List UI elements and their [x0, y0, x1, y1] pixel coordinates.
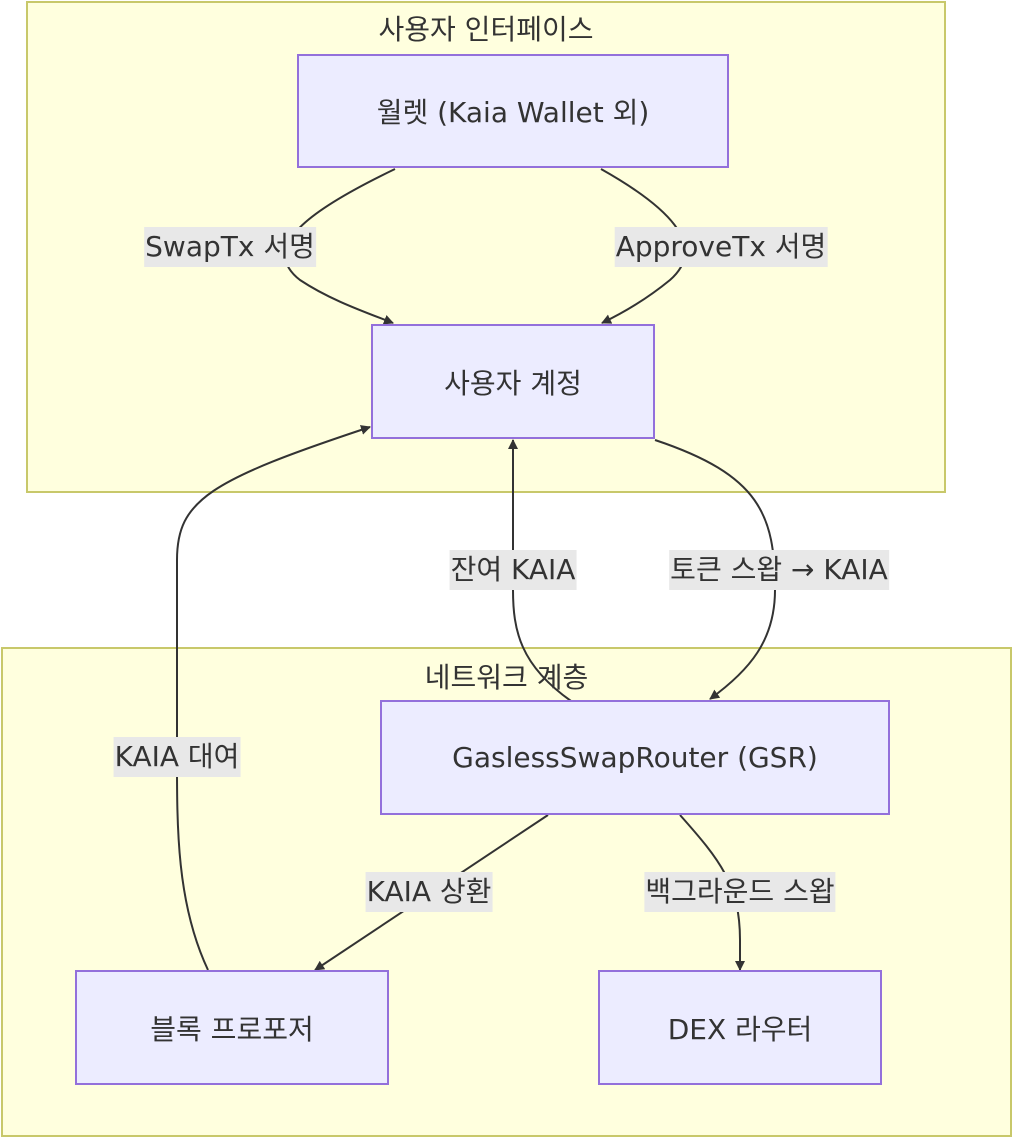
- edge-label-kaia-loan: KAIA 대여: [113, 737, 241, 777]
- node-user-account-label: 사용자 계정: [444, 366, 582, 400]
- node-dex-router: DEX 라우터: [598, 970, 882, 1085]
- edge-label-background-swap: 백그라운드 스왑: [644, 872, 836, 912]
- edge-label-kaia-repay: KAIA 상환: [365, 872, 493, 912]
- node-gasless-swap-router: GaslessSwapRouter (GSR): [380, 700, 890, 815]
- edge-label-token-swap: 토큰 스왑 → KAIA: [669, 550, 889, 590]
- cluster-title-network-layer: 네트워크 계층: [424, 661, 589, 694]
- cluster-title-user-interface: 사용자 인터페이스: [378, 13, 594, 46]
- edge-label-swaptx-sign: SwapTx 서명: [144, 227, 316, 267]
- edge-label-approvetx-sign: ApproveTx 서명: [614, 227, 828, 267]
- edge-kaia-loan: [175, 425, 371, 971]
- edge-approvetx-sign: [600, 168, 687, 324]
- edge-label-remaining-kaia: 잔여 KAIA: [449, 550, 577, 590]
- node-user-account: 사용자 계정: [371, 324, 655, 439]
- edge-swaptx-sign: [284, 168, 396, 325]
- node-dex-router-label: DEX 라우터: [667, 1012, 813, 1046]
- node-wallet: 월렛 (Kaia Wallet 외): [297, 54, 729, 168]
- node-block-proposer: 블록 프로포저: [75, 970, 389, 1085]
- node-wallet-label: 월렛 (Kaia Wallet 외): [376, 96, 650, 129]
- node-block-proposer-label: 블록 프로포저: [150, 1012, 314, 1046]
- node-gasless-swap-router-label: GaslessSwapRouter (GSR): [452, 741, 818, 774]
- edge-remaining-kaia: [508, 439, 572, 702]
